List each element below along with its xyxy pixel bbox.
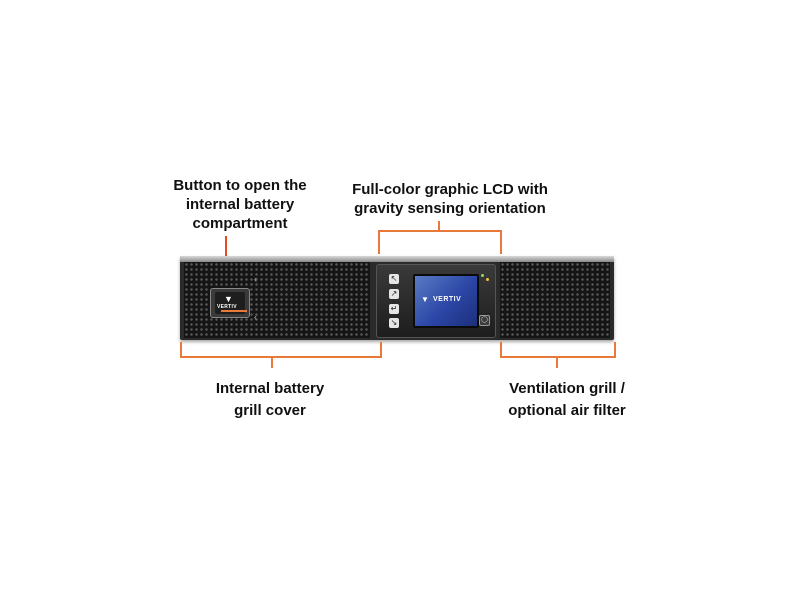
nav-up-button[interactable]: ↖ bbox=[389, 274, 399, 284]
lcd-bracket-tick bbox=[438, 221, 440, 231]
ups-front-panel: ▼ VERTIV ‹ ‹ ↖ ↗ ↵ ↘ ▼ VERTIV ◯ bbox=[180, 256, 614, 340]
screen-logo-text: VERTIV bbox=[433, 296, 462, 303]
top-strip bbox=[180, 256, 614, 262]
lcd-bracket bbox=[378, 230, 502, 254]
ventilation-grill bbox=[500, 262, 610, 338]
ventilation-bracket bbox=[500, 342, 616, 358]
vertiv-logo-icon: ▼ bbox=[224, 294, 233, 304]
lcd-control-panel: ↖ ↗ ↵ ↘ ▼ VERTIV ◯ bbox=[376, 264, 496, 338]
callout-line: Internal battery bbox=[215, 380, 325, 397]
callout-line: grill cover bbox=[234, 402, 306, 419]
battery-grill-bracket-tick bbox=[271, 356, 273, 368]
callout-line: Ventilation grill / bbox=[509, 380, 625, 397]
lcd-screen: ▼ VERTIV bbox=[413, 274, 479, 328]
battery-grill-callout: Internal battery grill cover bbox=[190, 378, 350, 422]
chevron-up-icon: ‹ bbox=[254, 274, 257, 284]
nav-down-button[interactable]: ↘ bbox=[389, 318, 399, 328]
callout-line: compartment bbox=[192, 215, 288, 232]
battery-button-callout: Button to open the internal battery comp… bbox=[160, 176, 320, 233]
lcd-callout: Full-color graphic LCD with gravity sens… bbox=[340, 180, 560, 218]
battery-grill-bracket bbox=[180, 342, 382, 358]
battery-button-arrow-line bbox=[225, 236, 227, 266]
status-led-icon bbox=[481, 274, 484, 277]
callout-line: internal battery bbox=[185, 196, 295, 213]
ventilation-bracket-tick bbox=[556, 356, 558, 368]
battery-compartment-button[interactable]: ▼ VERTIV bbox=[210, 288, 250, 318]
nav-right-button[interactable]: ↗ bbox=[389, 289, 399, 299]
nav-enter-button[interactable]: ↵ bbox=[389, 304, 399, 314]
ventilation-callout: Ventilation grill / optional air filter bbox=[482, 378, 652, 422]
brand-label: VERTIV bbox=[217, 304, 237, 310]
status-led-icon bbox=[486, 278, 489, 281]
vertiv-logo-icon: ▼ bbox=[421, 295, 429, 304]
battery-grill-cover: ▼ VERTIV ‹ ‹ bbox=[184, 262, 370, 338]
callout-line: Full-color graphic LCD with bbox=[352, 181, 548, 198]
button-face: ▼ VERTIV bbox=[215, 292, 247, 314]
orange-indicator bbox=[221, 310, 247, 312]
callout-line: Button to open the bbox=[173, 177, 307, 194]
chevron-down-icon: ‹ bbox=[254, 312, 257, 322]
callout-line: gravity sensing orientation bbox=[354, 200, 546, 217]
power-button[interactable]: ◯ bbox=[479, 315, 490, 326]
callout-line: optional air filter bbox=[508, 402, 626, 419]
